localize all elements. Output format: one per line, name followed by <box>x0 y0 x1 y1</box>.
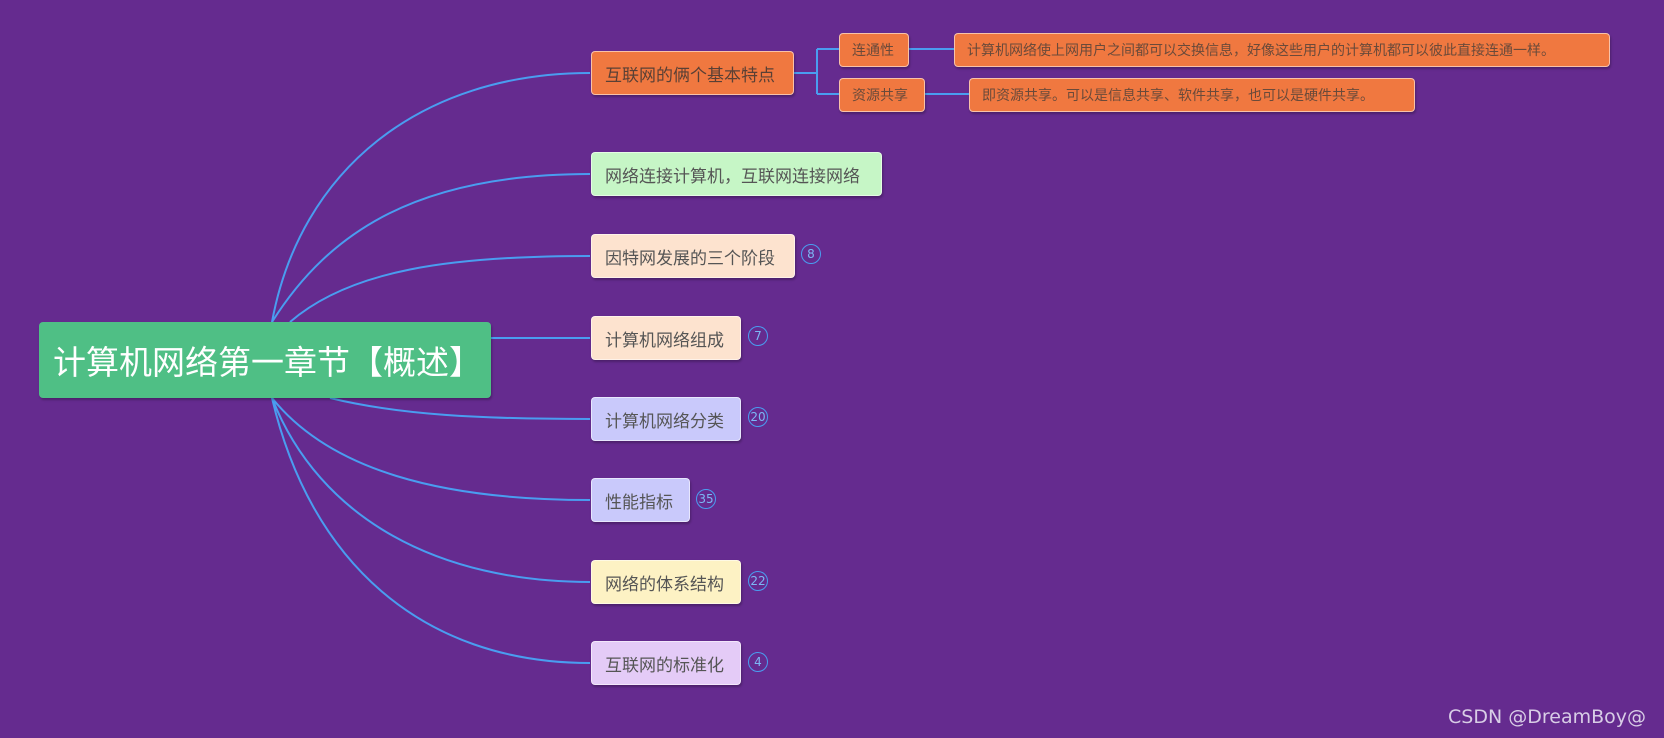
detail-connectivity[interactable]: 计算机网络使上网用户之间都可以交换信息，好像这些用户的计算机都可以彼此直接连通一… <box>954 33 1610 67</box>
connector-branch-5 <box>329 397 591 420</box>
feature-connectivity[interactable]: 连通性 <box>839 33 909 67</box>
collapsed-count-badge[interactable]: 20 <box>748 407 768 427</box>
branch-label: 计算机网络组成 <box>605 330 724 351</box>
branch-label: 计算机网络分类 <box>605 411 724 432</box>
collapsed-count-badge[interactable]: 35 <box>696 489 716 509</box>
connector-feature-bracket <box>793 48 839 95</box>
detail-resource-sharing[interactable]: 即资源共享。可以是信息共享、软件共享，也可以是硬件共享。 <box>969 78 1415 112</box>
branch-label: 因特网发展的三个阶段 <box>605 248 775 269</box>
feature-label: 资源共享 <box>852 88 908 104</box>
branch-network-connects[interactable]: 网络连接计算机，互联网连接网络 <box>591 152 882 196</box>
feature-label: 连通性 <box>852 43 894 59</box>
feature-resource-sharing[interactable]: 资源共享 <box>839 78 925 112</box>
connector-branch-2 <box>271 173 591 323</box>
branch-label: 互联网的标准化 <box>605 655 724 676</box>
branch-internet-features[interactable]: 互联网的俩个基本特点 <box>591 51 794 95</box>
detail-text: 计算机网络使上网用户之间都可以交换信息，好像这些用户的计算机都可以彼此直接连通一… <box>967 43 1555 59</box>
branch-standardization[interactable]: 互联网的标准化 <box>591 641 741 685</box>
branch-architecture[interactable]: 网络的体系结构 <box>591 560 741 604</box>
collapsed-count-badge[interactable]: 22 <box>748 571 768 591</box>
watermark: CSDN @DreamBoy@ <box>1448 706 1646 728</box>
root-topic[interactable]: 计算机网络第一章节【概述】 <box>39 322 491 398</box>
branch-performance-metrics[interactable]: 性能指标 <box>591 478 690 522</box>
branch-label: 网络的体系结构 <box>605 574 724 595</box>
connector-branch-3 <box>289 255 591 323</box>
connector-branch-7 <box>271 397 591 583</box>
branch-internet-stages[interactable]: 因特网发展的三个阶段 <box>591 234 795 278</box>
branch-label: 性能指标 <box>605 492 673 513</box>
branch-network-composition[interactable]: 计算机网络组成 <box>591 316 741 360</box>
connector-branch-6 <box>271 397 591 501</box>
connector-branch-8 <box>271 397 591 664</box>
branch-network-classification[interactable]: 计算机网络分类 <box>591 397 741 441</box>
branch-label: 互联网的俩个基本特点 <box>605 65 775 86</box>
root-topic-label: 计算机网络第一章节【概述】 <box>53 343 482 382</box>
connector-branch-1 <box>271 72 591 323</box>
collapsed-count-badge[interactable]: 8 <box>801 244 821 264</box>
collapsed-count-badge[interactable]: 4 <box>748 652 768 672</box>
branch-label: 网络连接计算机，互联网连接网络 <box>605 166 860 187</box>
collapsed-count-badge[interactable]: 7 <box>748 326 768 346</box>
detail-text: 即资源共享。可以是信息共享、软件共享，也可以是硬件共享。 <box>982 88 1374 104</box>
